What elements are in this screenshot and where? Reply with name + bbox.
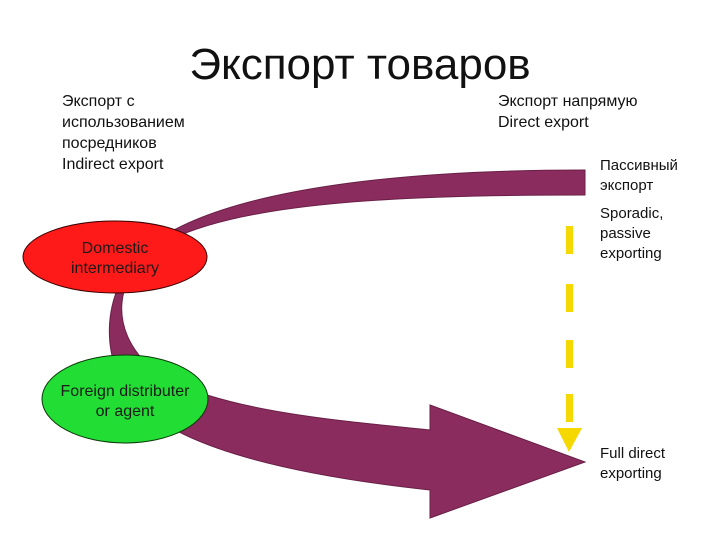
direct-line-1: Экспорт напрямую bbox=[498, 93, 638, 110]
curved-arrow-body bbox=[108, 169, 587, 519]
foreign-distributer-text: Foreign distributer or agent bbox=[42, 382, 208, 422]
domestic-line-1: Domestic bbox=[81, 240, 149, 257]
direct-line-2: Direct export bbox=[498, 114, 589, 131]
full-line-1: Full direct bbox=[600, 445, 666, 462]
domestic-line-2: intermediary bbox=[70, 260, 160, 277]
foreign-line-2: or agent bbox=[95, 403, 155, 420]
foreign-distributer-oval bbox=[41, 354, 209, 444]
dashed-yellow-arrow bbox=[557, 226, 582, 452]
indirect-line-4: Indirect export bbox=[62, 156, 164, 173]
indirect-line-1: Экспорт с bbox=[62, 93, 135, 110]
indirect-line-3: посредников bbox=[62, 135, 157, 152]
sporadic-passive-label: Sporadic, passive exporting bbox=[600, 204, 710, 264]
passive-ru-line-1: Пассивный bbox=[600, 157, 678, 174]
foreign-line-1: Foreign distributer bbox=[60, 383, 190, 400]
direct-export-label: Экспорт напрямую Direct export bbox=[498, 91, 708, 133]
passive-export-ru-label: Пассивный экспорт bbox=[600, 156, 710, 196]
sporadic-line-3: exporting bbox=[600, 245, 662, 262]
indirect-line-2: использованием bbox=[62, 114, 185, 131]
domestic-intermediary-text: Domestic intermediary bbox=[35, 239, 195, 279]
sporadic-line-1: Sporadic, bbox=[600, 205, 664, 222]
full-line-2: exporting bbox=[600, 465, 662, 482]
indirect-export-label: Экспорт с использованием посредников Ind… bbox=[62, 91, 262, 175]
slide-title: Экспорт товаров bbox=[189, 40, 531, 89]
full-direct-label: Full direct exporting bbox=[600, 444, 710, 484]
domestic-intermediary-oval bbox=[22, 220, 208, 294]
sporadic-line-2: passive bbox=[600, 225, 651, 242]
passive-ru-line-2: экспорт bbox=[600, 177, 654, 194]
